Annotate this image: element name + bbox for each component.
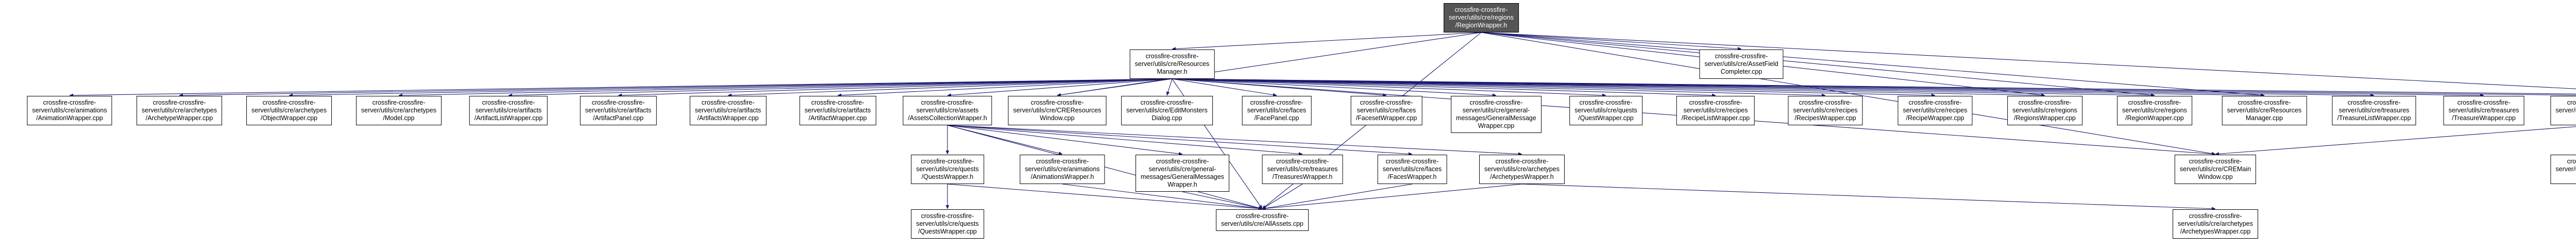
graph-node[interactable]: crossfire-crossfire- server/utils/cre/qu…	[1569, 96, 1642, 125]
graph-edge	[1481, 32, 2155, 97]
graph-edge	[837, 78, 1173, 97]
graph-edge	[289, 78, 1173, 97]
graph-edge	[1182, 191, 1263, 210]
graph-node[interactable]: crossfire-crossfire- server/utils/cre/fa…	[1377, 155, 1447, 184]
graph-node[interactable]: crossfire-crossfire- server/utils/cre/qu…	[911, 155, 984, 184]
graph-edge	[947, 125, 1522, 156]
graph-edge	[398, 78, 1173, 97]
graph-edge	[1166, 78, 1173, 96]
graph-edge	[1172, 78, 1826, 97]
graph-node[interactable]: crossfire-crossfire- server/utils/cre/ar…	[1479, 155, 1565, 184]
graph-node[interactable]: crossfire-crossfire- server/utils/cre/Fa…	[2550, 96, 2576, 125]
graph-edge	[508, 78, 1173, 97]
graph-node[interactable]: crossfire-crossfire- server/utils/cre/tr…	[2332, 96, 2416, 125]
graph-edge	[1057, 78, 1173, 97]
graph-node[interactable]: crossfire-crossfire- server/utils/cre/ar…	[246, 96, 332, 125]
graph-edge	[1481, 32, 1742, 51]
graph-edge	[1172, 78, 2045, 97]
graph-node[interactable]: crossfire-crossfire- server/utils/cre/an…	[1020, 155, 1105, 184]
graph-node[interactable]: crossfire-crossfire- server/utils/cre/As…	[1699, 49, 1784, 79]
graph-edge	[1262, 184, 1303, 209]
graph-edge	[618, 78, 1173, 97]
graph-node[interactable]: crossfire-crossfire- server/utils/cre/ar…	[799, 96, 876, 125]
graph-node[interactable]: crossfire-crossfire- server/utils/cre/tr…	[2443, 96, 2524, 125]
graph-node[interactable]: crossfire-crossfire- server/utils/cre/Fa…	[2550, 155, 2576, 184]
graph-node[interactable]: crossfire-crossfire- server/utils/cre/Re…	[2222, 96, 2307, 125]
graph-edge	[1057, 32, 1482, 97]
graph-edge	[947, 125, 1303, 156]
graph-node[interactable]: crossfire-crossfire- server/utils/cre/re…	[1788, 96, 1863, 125]
graph-node[interactable]: crossfire-crossfire- server/utils/cre/ar…	[580, 96, 657, 125]
graph-node[interactable]: crossfire-crossfire- server/utils/cre/re…	[1897, 96, 1973, 125]
graph-edge	[179, 78, 1173, 97]
graph-edge	[2215, 126, 2576, 156]
graph-node[interactable]: crossfire-crossfire- server/utils/cre/CR…	[2174, 155, 2257, 184]
graph-node[interactable]: crossfire-crossfire- server/utils/cre/ge…	[1136, 155, 1229, 192]
graph-edge	[1521, 184, 2216, 211]
graph-edge	[1172, 78, 2576, 94]
graph-edge	[947, 78, 1173, 97]
graph-node[interactable]: crossfire-crossfire- server/utils/cre/fa…	[1242, 96, 1312, 125]
graph-node[interactable]: crossfire-crossfire- server/utils/cre/qu…	[911, 209, 984, 239]
graph-edge	[1481, 32, 2576, 89]
graph-node[interactable]: crossfire-crossfire- server/utils/cre/ar…	[469, 96, 548, 125]
graph-edge	[947, 184, 1263, 210]
graph-edge	[1172, 78, 1606, 97]
graph-node[interactable]: crossfire-crossfire- server/utils/cre/ar…	[137, 96, 222, 125]
graph-node[interactable]: crossfire-crossfire- server/utils/cre/Ed…	[1121, 96, 1213, 125]
graph-node[interactable]: crossfire-crossfire- server/utils/cre/ge…	[1451, 96, 1541, 133]
graph-edge	[1172, 78, 1716, 97]
graph-edge	[1262, 184, 1413, 210]
graph-edge	[1172, 78, 1497, 97]
graph-edge	[947, 125, 1183, 156]
graph-node[interactable]: crossfire-crossfire- server/utils/cre/ar…	[2173, 209, 2258, 239]
graph-node[interactable]: crossfire-crossfire- server/utils/cre/re…	[2117, 96, 2192, 125]
graph-node[interactable]: crossfire-crossfire- server/utils/cre/ar…	[356, 96, 442, 125]
graph-node[interactable]: crossfire-crossfire- server/utils/cre/as…	[903, 96, 992, 125]
graph-edge	[1172, 78, 1936, 97]
graph-edge	[1172, 32, 1482, 51]
graph-edge	[1172, 78, 1277, 97]
graph-node[interactable]: crossfire-crossfire- server/utils/cre/an…	[27, 96, 112, 125]
graph-edge	[947, 125, 1413, 156]
graph-node[interactable]: crossfire-crossfire- server/utils/cre/Re…	[1129, 49, 1215, 79]
graph-edge	[1062, 184, 1263, 210]
graph-edge	[727, 78, 1173, 97]
graph-node[interactable]: crossfire-crossfire- server/utils/cre/tr…	[1262, 155, 1343, 184]
graph-edge	[1481, 32, 2265, 97]
graph-node[interactable]: crossfire-crossfire- server/utils/cre/Al…	[1216, 209, 1309, 231]
graph-node[interactable]: crossfire-crossfire- server/utils/cre/re…	[2007, 96, 2082, 125]
graph-edge	[69, 78, 1173, 97]
graph-node-root[interactable]: crossfire-crossfire- server/utils/cre/re…	[1444, 3, 1519, 32]
graph-node[interactable]: crossfire-crossfire- server/utils/cre/re…	[1676, 96, 1755, 125]
graph-edge	[1262, 184, 1522, 210]
graph-node[interactable]: crossfire-crossfire- server/utils/cre/CR…	[1008, 96, 1107, 125]
graph-node[interactable]: crossfire-crossfire- server/utils/cre/ar…	[689, 96, 767, 125]
graph-node[interactable]: crossfire-crossfire- server/utils/cre/fa…	[1350, 96, 1422, 125]
